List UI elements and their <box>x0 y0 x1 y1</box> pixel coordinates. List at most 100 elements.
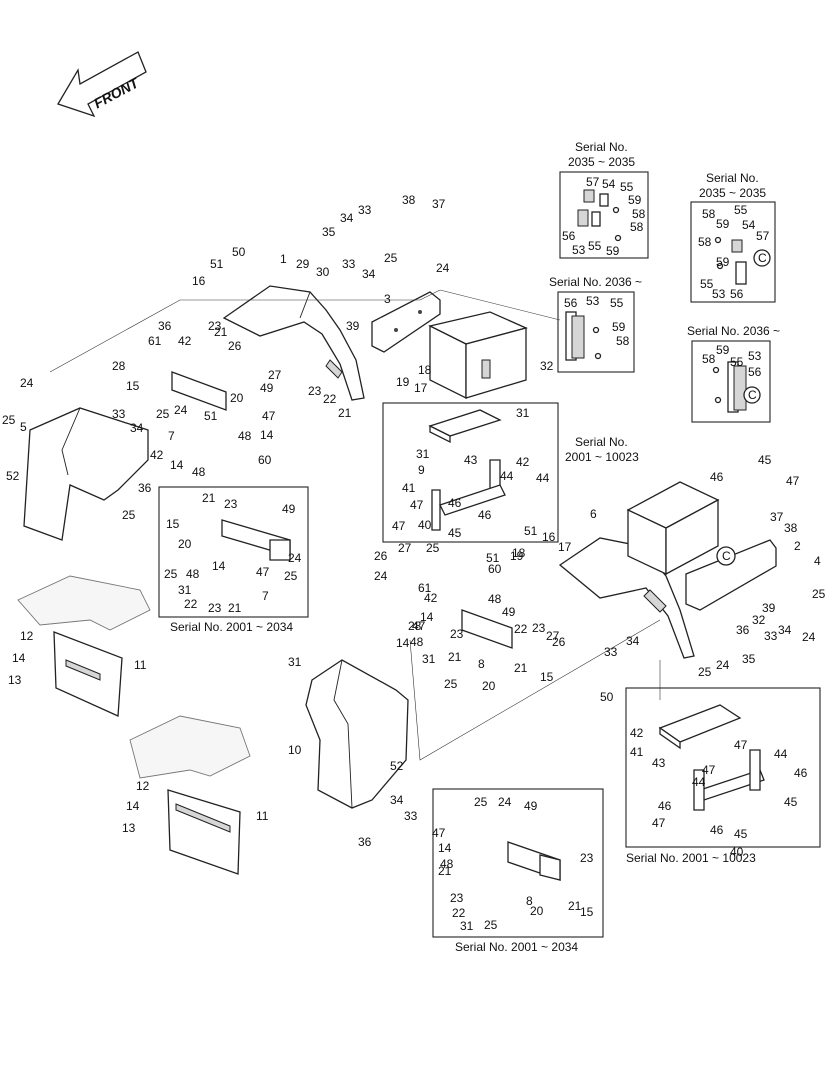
callout-53: 53 <box>712 287 726 301</box>
bracket-8 <box>461 609 513 649</box>
callout-46: 46 <box>448 496 462 510</box>
callout-34: 34 <box>626 634 640 648</box>
callout-15: 15 <box>126 379 140 393</box>
callout-21: 21 <box>338 406 352 420</box>
callout-44: 44 <box>774 747 788 761</box>
callout-45: 45 <box>758 453 772 467</box>
callout-12: 12 <box>20 629 34 643</box>
leader-lines <box>49 289 661 761</box>
callout-3: 3 <box>384 292 391 306</box>
callout-18: 18 <box>512 546 526 560</box>
callout-35: 35 <box>322 225 336 239</box>
callout-16: 16 <box>542 530 556 544</box>
bracket-3 <box>371 291 441 353</box>
callout-42: 42 <box>516 455 530 469</box>
fender-2 <box>558 537 695 659</box>
callout-27: 27 <box>398 541 412 555</box>
callout-5: 5 <box>20 420 27 434</box>
callout-61: 61 <box>148 334 162 348</box>
callout-54: 54 <box>742 218 756 232</box>
callout-22: 22 <box>514 622 528 636</box>
callout-38: 38 <box>784 521 798 535</box>
callout-25: 25 <box>284 569 298 583</box>
callout-20: 20 <box>482 679 496 693</box>
callout-25: 25 <box>384 251 398 265</box>
callout-53: 53 <box>572 243 586 257</box>
front-arrow: FRONT <box>57 51 147 118</box>
callout-21: 21 <box>568 899 582 913</box>
callout-15: 15 <box>166 517 180 531</box>
callout-42: 42 <box>178 334 192 348</box>
callout-40: 40 <box>730 845 744 859</box>
callout-26: 26 <box>228 339 242 353</box>
callout-51: 51 <box>210 257 224 271</box>
callout-36: 36 <box>138 481 152 495</box>
callout-47: 47 <box>432 826 446 840</box>
callout-27: 27 <box>546 629 560 643</box>
callout-42: 42 <box>150 448 164 462</box>
callout-6: 6 <box>590 507 597 521</box>
fender-1 <box>222 285 365 401</box>
callout-60: 60 <box>488 562 502 576</box>
callout-33: 33 <box>604 645 618 659</box>
callout-53: 53 <box>748 349 762 363</box>
battery-box-6 <box>626 481 720 576</box>
callout-54: 54 <box>602 177 616 191</box>
svg-text:Serial No. 2001 ~ 10023: Serial No. 2001 ~ 10023 <box>626 851 756 865</box>
callout-31: 31 <box>416 447 430 461</box>
callout-51: 51 <box>486 551 500 565</box>
callout-17: 17 <box>558 540 572 554</box>
callout-1: 1 <box>280 252 287 266</box>
callout-12: 12 <box>136 779 150 793</box>
callout-19: 19 <box>396 375 410 389</box>
svg-text:Serial No.: Serial No. <box>706 171 759 185</box>
callout-23: 23 <box>208 601 222 615</box>
svg-text:Serial No. 2001 ~ 2034: Serial No. 2001 ~ 2034 <box>170 620 293 634</box>
callout-23: 23 <box>208 319 222 333</box>
callout-59: 59 <box>612 320 626 334</box>
callout-44: 44 <box>500 469 514 483</box>
inset-serial-2001-2034-top: Serial No. 2001 ~ 2034 <box>158 486 309 634</box>
callout-11: 11 <box>256 809 269 823</box>
callout-41: 41 <box>630 745 644 759</box>
callout-25: 25 <box>164 567 178 581</box>
callout-8: 8 <box>526 894 533 908</box>
callout-26: 26 <box>374 549 388 563</box>
callout-58: 58 <box>630 220 644 234</box>
callout-34: 34 <box>130 421 144 435</box>
callout-23: 23 <box>224 497 238 511</box>
callout-24: 24 <box>802 630 816 644</box>
callout-10: 10 <box>288 743 302 757</box>
callout-58: 58 <box>632 207 646 221</box>
svg-text:Serial No.: Serial No. <box>575 435 628 449</box>
callout-14: 14 <box>126 799 140 813</box>
callout-57: 57 <box>586 175 600 189</box>
callout-44: 44 <box>536 471 550 485</box>
fender-flap-11-bottom <box>129 715 251 875</box>
callout-31: 31 <box>422 652 436 666</box>
callout-15: 15 <box>540 670 554 684</box>
callout-47: 47 <box>410 498 424 512</box>
callout-13: 13 <box>122 821 136 835</box>
callout-20: 20 <box>230 391 244 405</box>
callout-4: 4 <box>814 554 821 568</box>
callout-39: 39 <box>346 319 360 333</box>
callout-31: 31 <box>178 583 192 597</box>
callout-25: 25 <box>484 918 498 932</box>
callout-57: 57 <box>756 229 770 243</box>
callout-21: 21 <box>202 491 216 505</box>
callout-15: 15 <box>580 905 594 919</box>
callout-34: 34 <box>390 793 404 807</box>
callout-47: 47 <box>652 816 666 830</box>
callout-47: 47 <box>262 409 276 423</box>
svg-text:Serial No. 2036 ~: Serial No. 2036 ~ <box>687 324 780 338</box>
callout-33: 33 <box>112 407 126 421</box>
callout-29: 29 <box>296 257 310 271</box>
callout-28: 28 <box>112 359 126 373</box>
callout-38: 38 <box>402 193 416 207</box>
callout-42: 42 <box>630 726 644 740</box>
callout-49: 49 <box>502 605 516 619</box>
callout-22: 22 <box>184 597 198 611</box>
